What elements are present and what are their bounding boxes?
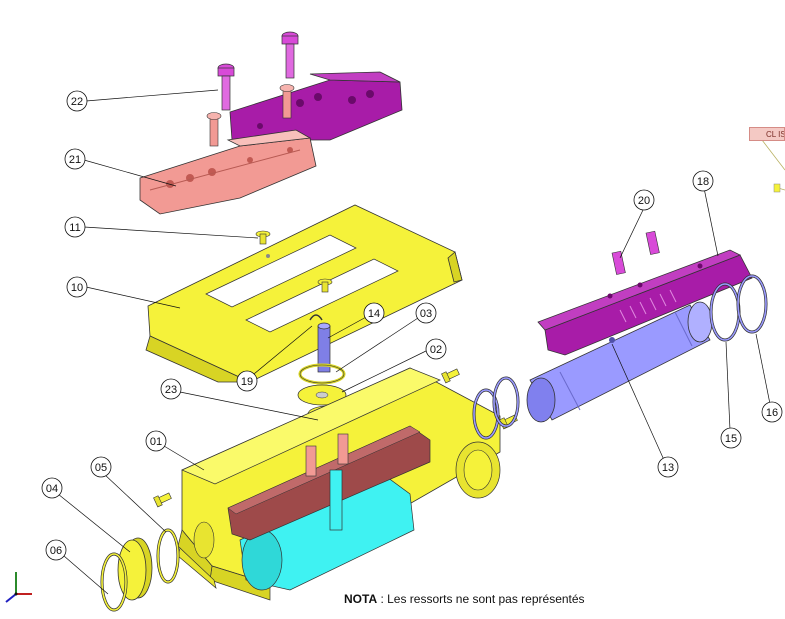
- svg-text:03: 03: [420, 308, 432, 320]
- svg-text:13: 13: [662, 462, 674, 474]
- part-03-circlip: [298, 363, 346, 385]
- callout-01: 01: [145, 430, 167, 452]
- svg-text:01: 01: [150, 436, 162, 448]
- callout-13: 13: [657, 456, 679, 478]
- part-06-circlip: [100, 552, 128, 612]
- part-11-screw: [255, 230, 333, 293]
- small-yellow-screws: [153, 368, 518, 508]
- svg-text:10: 10: [71, 282, 83, 294]
- callout-18: 18: [692, 170, 714, 192]
- part-04-end-cap: [117, 537, 153, 601]
- svg-text:23: 23: [165, 384, 177, 396]
- part-21-pink-block: [139, 129, 317, 215]
- part-10-cover-plate: [145, 204, 463, 383]
- callout-14: 14: [363, 302, 385, 324]
- note-caption: NOTA : Les ressorts ne sont pas représen…: [344, 592, 585, 606]
- svg-text:22: 22: [71, 96, 83, 108]
- svg-text:21: 21: [69, 154, 81, 166]
- callout-04: 04: [41, 477, 63, 499]
- callout-06: 06: [45, 539, 67, 561]
- part-14-shaft: [309, 314, 331, 373]
- svg-text:14: 14: [368, 308, 380, 320]
- side-label-tag: CL IS: [749, 127, 785, 141]
- offscreen-connector-lines: [761, 139, 785, 193]
- callout-10: 10: [66, 276, 88, 298]
- svg-text:16: 16: [766, 407, 778, 419]
- callout-23: 23: [160, 378, 182, 400]
- leader-lines: [57, 89, 771, 595]
- callout-03: 03: [415, 302, 437, 324]
- callout-05: 05: [90, 456, 112, 478]
- part-16-ring: [736, 274, 768, 334]
- callout-21: 21: [64, 148, 86, 170]
- part-15-ring: [709, 282, 741, 342]
- svg-text:20: 20: [638, 195, 650, 207]
- note-label: NOTA: [344, 592, 378, 606]
- part-18-rack: [537, 249, 753, 356]
- callout-02: 02: [425, 338, 447, 360]
- piston-seals: [472, 376, 520, 440]
- note-text: : Les ressorts ne sont pas représentés: [377, 592, 585, 606]
- callout-circles: 22 21 11 10 19 14 03 02 23 01 05 04 06 2…: [41, 90, 783, 561]
- svg-text:06: 06: [50, 545, 62, 557]
- part-20-pins: [611, 230, 660, 275]
- callout-20: 20: [633, 189, 655, 211]
- callout-11: 11: [64, 216, 86, 238]
- part-05-oring: [156, 528, 180, 584]
- svg-text:04: 04: [46, 483, 58, 495]
- magenta-upper-plate: [206, 71, 403, 147]
- svg-text:02: 02: [430, 344, 442, 356]
- svg-text:05: 05: [95, 462, 107, 474]
- xyz-triad-icon: [5, 572, 32, 603]
- svg-text:15: 15: [725, 433, 737, 445]
- svg-text:19: 19: [241, 376, 253, 388]
- callout-19: 19: [236, 370, 258, 392]
- part-01-body: [177, 367, 501, 601]
- svg-text:11: 11: [69, 222, 80, 234]
- callout-22: 22: [66, 90, 88, 112]
- part-02-washer: [297, 384, 347, 406]
- part-22-screws: [217, 31, 299, 111]
- svg-text:18: 18: [697, 176, 709, 188]
- callout-15: 15: [720, 427, 742, 449]
- callout-16: 16: [761, 401, 783, 423]
